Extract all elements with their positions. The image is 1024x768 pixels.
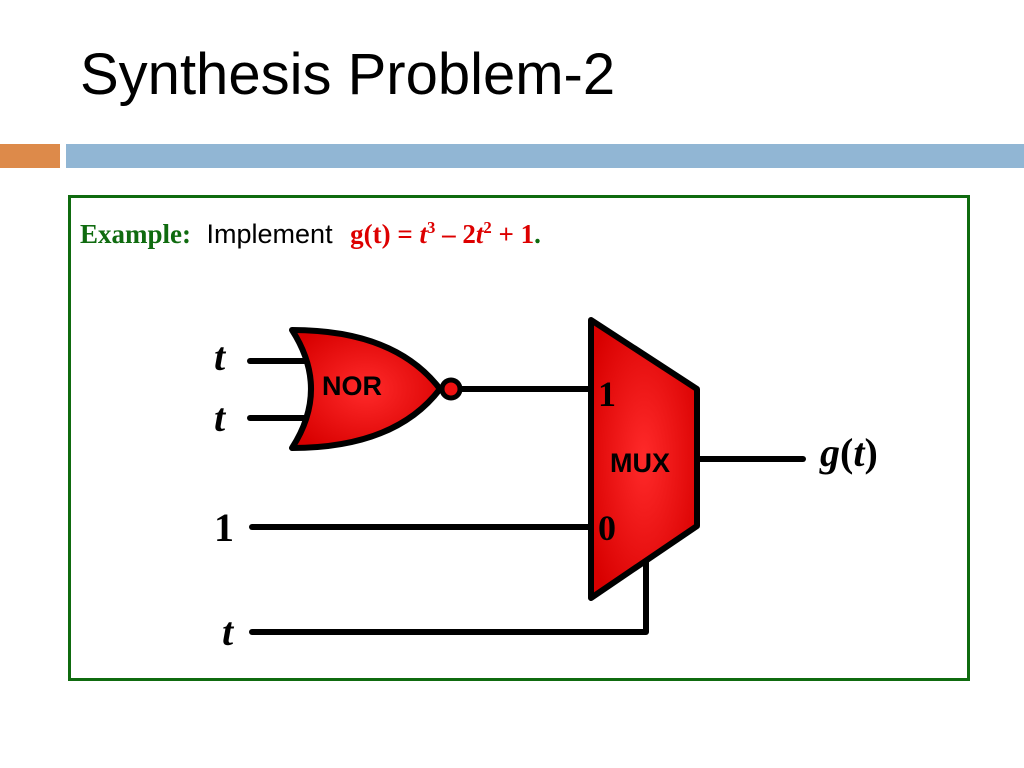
input-label-t-a: t: [214, 334, 227, 379]
output-label: g(t): [819, 430, 878, 475]
nor-inversion-bubble: [439, 377, 463, 401]
formula-t1: t: [419, 219, 427, 249]
accent-bar-orange: [0, 144, 60, 168]
input-label-t-b: t: [214, 395, 227, 440]
formula-exp1: 3: [426, 218, 436, 237]
mux-pin-1-label: 1: [598, 374, 616, 414]
formula-rhs: + 1: [491, 219, 535, 249]
output-label-close: ): [864, 430, 877, 475]
input-label-t-select: t: [222, 609, 235, 654]
nor-label: NOR: [322, 371, 382, 401]
slide-title: Synthesis Problem-2: [80, 42, 616, 107]
wire-select: [249, 557, 649, 635]
accent-bar-blue: [66, 144, 1024, 168]
formula-exp2: 2: [483, 218, 492, 237]
example-statement: Example: Implement g(t) = t3 – 2t2 + 1.: [80, 218, 541, 250]
input-label-one: 1: [214, 505, 234, 550]
mux-block: [588, 317, 700, 601]
nor-gate: [289, 327, 443, 451]
mux-label: MUX: [610, 448, 670, 478]
output-label-open: (: [840, 430, 853, 475]
formula-lhs: g(t) =: [350, 219, 420, 249]
example-period: .: [534, 219, 541, 249]
example-label: Example:: [80, 219, 191, 249]
example-formula: g(t) = t3 – 2t2 + 1: [350, 218, 535, 249]
formula-t2: t: [475, 219, 484, 249]
example-frame: [68, 195, 970, 681]
output-label-t: t: [853, 430, 866, 475]
formula-mid: – 2: [435, 219, 476, 249]
output-label-g: g: [819, 430, 840, 475]
mux-pin-0-label: 0: [598, 508, 616, 548]
example-verb: Implement: [206, 219, 333, 249]
